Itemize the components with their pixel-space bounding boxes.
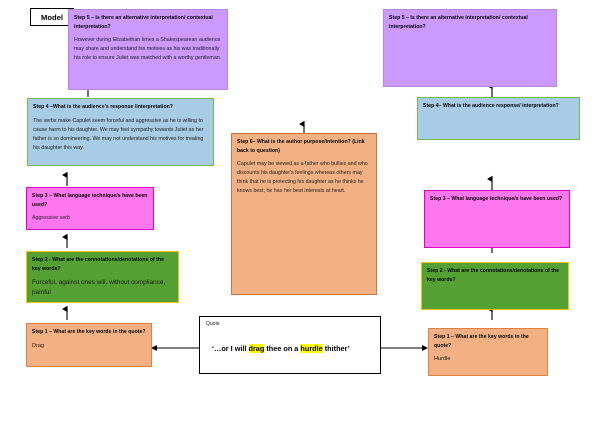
right-step2-box[interactable]: Step 2 - What are the connotations/denot… xyxy=(421,262,569,310)
middle-step6-answer: Capulet may be viewed as a father who bu… xyxy=(237,161,368,195)
left-step2-question: Step 2 - What are the connotations/denot… xyxy=(32,257,165,272)
right-step5-box[interactable]: Step 5 – Is there an alternative interpr… xyxy=(383,9,557,87)
left-step2-box[interactable]: Step 2 - What are the connotations/denot… xyxy=(26,251,179,303)
left-step1-box[interactable]: Step 1 – What are the key words in the q… xyxy=(26,323,152,367)
quote-before: ‘…or I will xyxy=(212,344,249,353)
left-step4-question: Step 4 –What is the audience’s response … xyxy=(33,104,173,110)
left-step4-answer: The verbs make Capulet seem forceful and… xyxy=(33,117,204,151)
left-step3-question: Step 3 – What language technique/s have … xyxy=(32,193,148,208)
quote-label: Quote xyxy=(206,321,220,327)
right-step3-box[interactable]: Step 3 – What language technique/s have … xyxy=(424,190,570,248)
right-step2-question: Step 2 - What are the connotations/denot… xyxy=(427,268,560,283)
left-step1-question: Step 1 – What are the key words in the q… xyxy=(32,329,146,335)
right-step5-question: Step 5 – Is there an alternative interpr… xyxy=(389,15,528,30)
quote-after: thither’ xyxy=(322,344,350,353)
left-step5-box[interactable]: Step 5 – Is there an alternative interpr… xyxy=(68,9,228,90)
left-step5-question: Step 5 – Is there an alternative interpr… xyxy=(74,15,213,30)
right-step1-question: Step 1 – What are the key words in the q… xyxy=(434,334,529,349)
right-step1-answer: Hurdle xyxy=(434,356,451,363)
quote-highlight-drag: drag xyxy=(248,344,265,353)
right-step1-box[interactable]: Step 1 – What are the key words in the q… xyxy=(428,328,548,376)
quote-box[interactable]: Quote ‘…or I will drag thee on a hurdle … xyxy=(199,316,381,374)
quote-text: ‘…or I will drag thee on a hurdle thithe… xyxy=(212,344,374,353)
middle-step6-box[interactable]: Step 6– What is the author purpose/inten… xyxy=(231,133,377,295)
left-step3-box[interactable]: Step 3 – What language technique/s have … xyxy=(26,187,154,230)
middle-step6-question: Step 6– What is the author purpose/inten… xyxy=(237,139,365,154)
right-step3-question: Step 3 – What language technique/s have … xyxy=(430,196,563,202)
model-label: Model xyxy=(30,8,74,26)
left-step2-answer: Forceful, against ones will, without com… xyxy=(32,279,166,297)
right-step4-box[interactable]: Step 4– What is the audience response/ i… xyxy=(417,97,580,140)
quote-highlight-hurdle: hurdle xyxy=(300,344,323,353)
left-step3-answer: Aggressive verb xyxy=(32,215,70,222)
quote-middle: thee on a xyxy=(264,344,301,353)
left-step5-answer: However during Elizabethan times a Shake… xyxy=(74,37,222,62)
right-step4-question: Step 4– What is the audience response/ i… xyxy=(423,103,559,109)
left-step4-box[interactable]: Step 4 –What is the audience’s response … xyxy=(27,98,214,166)
left-step1-answer: Drag xyxy=(32,342,45,349)
